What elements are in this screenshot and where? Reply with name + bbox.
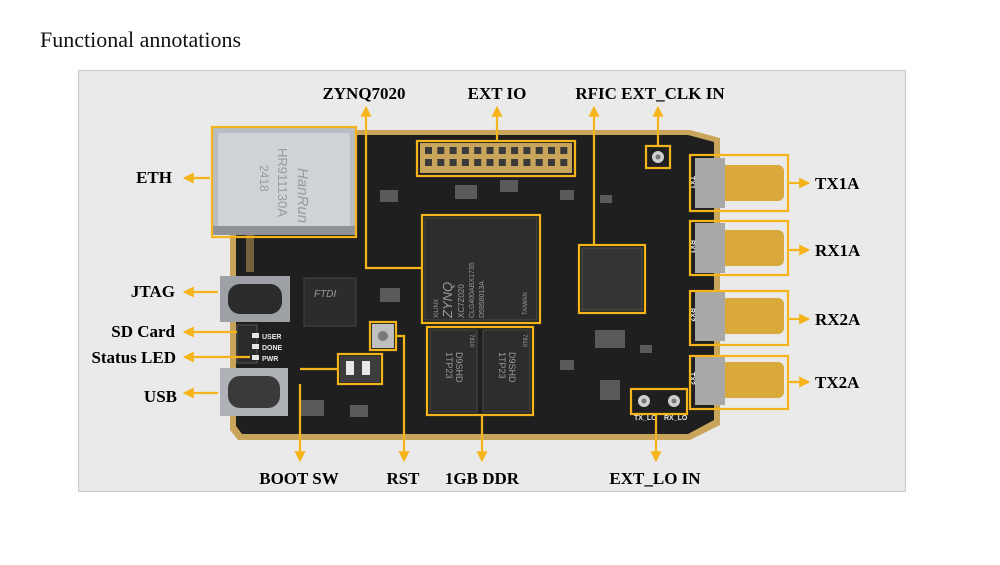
header-pin	[560, 159, 568, 166]
ethernet-jack: HanRun HR911130A 2418	[212, 127, 356, 235]
label-zynq: ZYNQ7020	[322, 84, 405, 103]
header-pin	[511, 147, 519, 154]
ddr1-code-text: 1TP23	[444, 352, 454, 379]
header-pin	[425, 147, 432, 154]
sma-rx1: RX1	[688, 223, 784, 273]
header-pin	[449, 147, 457, 154]
led-done-label: DONE	[262, 345, 283, 352]
eth-highlight	[210, 125, 358, 239]
zynq-pkg-text: CLG400ABX1735	[469, 262, 476, 318]
header-pin	[474, 159, 482, 166]
status-leds: USER DONE PWR	[252, 333, 283, 363]
sma-tx2: TX2	[688, 355, 784, 405]
label-tx1a: TX1A	[815, 174, 860, 193]
ufl-connectors: TX_LO RX_LO	[634, 151, 688, 422]
ddr1-date-text: 7810	[468, 334, 474, 348]
label-jtag: JTAG	[131, 282, 175, 301]
header-pin	[511, 159, 519, 166]
header-pin	[548, 147, 555, 154]
label-boot-sw: BOOT SW	[259, 469, 339, 488]
label-eth: ETH	[136, 168, 172, 187]
ddr2-part-text: D9SHD	[507, 352, 517, 383]
sma-tx2-silk: TX2	[688, 372, 695, 385]
label-tx2a: TX2A	[815, 373, 860, 392]
label-sd-card: SD Card	[111, 322, 175, 341]
ext-lo-highlight	[629, 387, 689, 416]
eth-brand-text: HanRun	[294, 168, 311, 223]
zynq-origin-text: TAIWAN	[523, 292, 529, 315]
zynq-lot-text: D5958013A	[479, 281, 486, 318]
header-pins	[425, 147, 568, 166]
header-pin	[535, 159, 543, 166]
zynq-vendor-text: XILINX	[434, 299, 440, 318]
zynq-chip: XILINX ZYNQ XC7Z020 CLG400ABX1735 D59580…	[424, 217, 538, 321]
rx-lo-silk: RX_LO	[664, 415, 688, 422]
ddr2-date-text: 7810	[521, 334, 527, 348]
sma-tx1-silk: TX1	[688, 176, 695, 189]
ddr-chips: 1TP23 D9SHD 7810 1TP23 D9SHD 7810	[429, 329, 531, 413]
header-pin	[461, 159, 469, 166]
leader-lines	[182, 105, 811, 463]
ftdi-text: FTDI	[314, 289, 336, 300]
header-pin	[523, 159, 531, 166]
sma-connectors: TX1 RX1 RX2 TX2	[688, 158, 784, 405]
header-pin	[449, 159, 457, 166]
ddr1-part-text: D9SHD	[454, 352, 464, 383]
eth-part-text: HR911130A	[275, 148, 290, 217]
header-pin	[461, 147, 469, 154]
zynq-part-text: XC7Z020	[457, 284, 466, 318]
header-pin	[535, 147, 543, 154]
rfic-chip	[581, 247, 643, 311]
header-pin	[425, 159, 432, 166]
smd-components	[300, 180, 652, 417]
header-pin	[437, 147, 445, 154]
header-pin	[498, 159, 506, 166]
led-pwr-label: PWR	[262, 356, 278, 363]
sma-rx1-silk: RX1	[688, 240, 695, 254]
label-rx2a: RX2A	[815, 310, 861, 329]
header-pin	[548, 159, 555, 166]
header-pin	[486, 159, 494, 166]
label-rfic-ext-clk: RFIC EXT_CLK IN	[575, 84, 725, 103]
page-title: Functional annotations	[40, 27, 242, 52]
annotation-labels: ZYNQ7020 EXT IO RFIC EXT_CLK IN ETH JTAG…	[91, 84, 861, 488]
label-ext-lo: EXT_LO IN	[609, 469, 701, 488]
header-pin	[498, 147, 506, 154]
ddr2-code-text: 1TP23	[497, 352, 507, 379]
zynq-name-text: ZYNQ	[440, 282, 455, 319]
eth-code-text: 2418	[257, 165, 271, 192]
label-status-led: Status LED	[91, 348, 176, 367]
sma-tx1: TX1	[688, 158, 784, 208]
header-pin	[523, 147, 531, 154]
label-usb: USB	[144, 387, 177, 406]
jtag-connector	[220, 276, 290, 322]
sma-rx2: RX2	[688, 291, 784, 341]
reset-button	[372, 324, 394, 348]
rx1a-highlight	[688, 219, 790, 277]
ftdi-chip: FTDI	[303, 277, 357, 327]
sma-rx2-silk: RX2	[688, 308, 695, 322]
label-ddr: 1GB DDR	[445, 469, 520, 488]
tx-lo-silk: TX_LO	[634, 415, 657, 422]
label-ext-io: EXT IO	[468, 84, 527, 103]
ddr-highlight	[425, 325, 535, 417]
boot-switch	[340, 356, 380, 382]
led-user-label: USER	[262, 334, 281, 341]
ext-io-header	[420, 143, 572, 173]
usb-connector	[220, 368, 288, 416]
rfic-highlight	[577, 243, 647, 315]
header-pin	[437, 159, 445, 166]
header-pin	[486, 147, 494, 154]
label-rst: RST	[386, 469, 420, 488]
header-pin	[560, 147, 568, 154]
header-pin	[474, 147, 482, 154]
label-rx1a: RX1A	[815, 241, 861, 260]
